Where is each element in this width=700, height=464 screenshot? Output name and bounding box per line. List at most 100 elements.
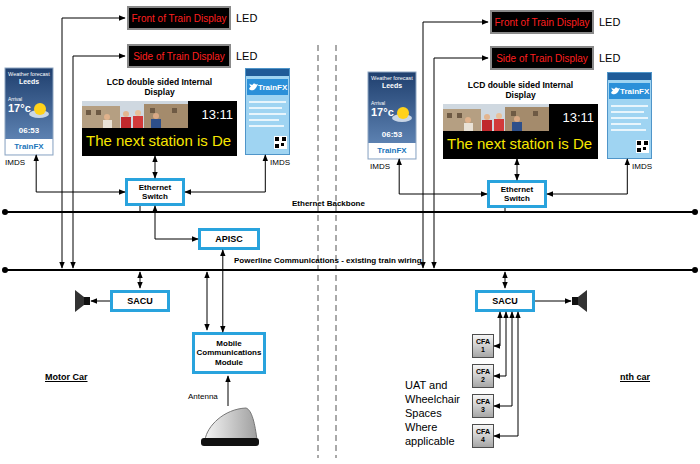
- bus-end: [692, 267, 698, 273]
- brand-name: TrainFX: [368, 146, 416, 155]
- backbone-stub: [140, 206, 141, 212]
- clock-time: 13:11: [201, 107, 233, 122]
- box-label: Ethernet Switch: [490, 185, 544, 203]
- connector-arrow: [494, 312, 500, 346]
- clock-time: 06:53: [5, 126, 53, 135]
- twitter-screen: TrainFX: [245, 68, 290, 155]
- led-display: Front of Train Display: [127, 6, 231, 30]
- equipment-box: Ethernet Switch: [487, 180, 547, 208]
- screen-type-label: IMDS: [632, 162, 652, 171]
- weather-screen-art: [5, 68, 53, 155]
- note-label: UAT and Wheelchair Spaces Where applicab…: [405, 378, 465, 448]
- station-message: The next station is De: [447, 135, 592, 152]
- antenna-symbol: [205, 408, 257, 440]
- connector-arrow: [494, 312, 518, 436]
- display-text: Side of Train Display: [133, 51, 225, 62]
- powerline-wire: [207, 272, 208, 330]
- weather-screen: Weather forecastLeedsArrival17°c 06:53Tra…: [5, 68, 53, 155]
- twitter-screen-art: [608, 73, 652, 159]
- part-label: Antenna: [188, 392, 218, 401]
- display-type-label: LED: [236, 50, 257, 62]
- powerline-wire: [505, 272, 506, 288]
- car-separator: [336, 45, 337, 458]
- temperature: 17°c: [8, 102, 31, 114]
- car-label: nth car: [620, 372, 650, 382]
- clock-time: 13:11: [562, 110, 594, 125]
- box-label: CFA 4: [475, 428, 491, 443]
- equipment-box: Ethernet Switch: [125, 178, 185, 206]
- screen-heading: Weather forecast: [5, 71, 53, 77]
- connector-arrow: [155, 156, 156, 178]
- clock-time: 06:53: [368, 130, 416, 139]
- antenna-base: [201, 438, 259, 446]
- cfa-box: CFA 4: [472, 424, 494, 448]
- led-display: Front of Train Display: [490, 10, 594, 34]
- weather-screen: Weather forecastLeedsArrival17°c06:53Tra…: [368, 72, 416, 159]
- powerline-wire: [140, 272, 141, 288]
- connector-arrow: [517, 159, 518, 180]
- screen-type-label: IMDS: [5, 158, 25, 167]
- bus-end: [2, 209, 8, 215]
- box-label: Mobile Communications Module: [195, 339, 263, 367]
- screen-heading: Weather forecast: [368, 75, 416, 81]
- car-separator: [318, 45, 319, 458]
- speaker-wire: [535, 301, 571, 302]
- display-type-label: LED: [599, 52, 620, 64]
- box-label: CFA 2: [475, 368, 491, 383]
- box-label: SACU: [492, 296, 518, 306]
- powerline-bus: [5, 269, 695, 271]
- speaker-wire: [91, 301, 110, 302]
- station-message: The next station is De: [86, 132, 231, 149]
- ethernet-bus: [5, 211, 695, 213]
- equipment-box: SACU: [110, 290, 170, 312]
- speaker-symbol: [84, 297, 90, 305]
- connector-arrow: [494, 312, 512, 406]
- led-display: Side of Train Display: [127, 44, 231, 68]
- speaker-symbol: [75, 290, 84, 312]
- speaker-symbol: [578, 290, 587, 312]
- antenna-wire: [228, 376, 229, 406]
- box-label: SACU: [127, 296, 153, 306]
- screen-type-label: IMDS: [370, 162, 390, 171]
- display-wire: [73, 56, 125, 268]
- connector-arrow: [36, 155, 125, 192]
- city-name: Leeds: [5, 78, 53, 85]
- brand-name: TrainFX: [5, 142, 53, 151]
- display-heading: LCD double sided Internal Display: [97, 77, 222, 97]
- twitter-screen-art: [246, 69, 290, 155]
- box-label: CFA 3: [475, 398, 491, 413]
- bus-label: Ethernet Backbone: [292, 199, 365, 208]
- connector-arrow: [185, 155, 265, 192]
- connector-arrow: [547, 159, 627, 194]
- arrival-label: Arrival: [8, 96, 22, 102]
- arrival-label: Arrival: [371, 100, 385, 106]
- display-type-label: LED: [236, 12, 257, 24]
- cfa-box: CFA 2: [472, 364, 494, 388]
- display-text: Side of Train Display: [496, 53, 588, 64]
- lcd-display: LCD double sided Internal Display13:11Th…: [82, 101, 237, 156]
- box-label: CFA 1: [475, 338, 491, 353]
- screen-type-label: IMDS: [270, 158, 290, 167]
- backbone-stub: [505, 208, 506, 212]
- lcd-screen-art: [443, 104, 598, 159]
- connector-arrow: [399, 159, 487, 194]
- city-name: Leeds: [368, 82, 416, 89]
- speaker-symbol: [572, 297, 578, 305]
- lcd-display: LCD double sided Internal Display13:11Th…: [443, 104, 598, 159]
- equipment-box: APISC: [198, 228, 260, 250]
- brand-name: TrainFX: [258, 83, 287, 92]
- bus-end: [2, 267, 8, 273]
- led-display: Side of Train Display: [490, 46, 594, 70]
- connector-arrow: [222, 250, 223, 332]
- equipment-box: SACU: [475, 290, 535, 312]
- display-text: Front of Train Display: [131, 13, 226, 24]
- connector-arrow: [494, 312, 506, 376]
- display-text: Front of Train Display: [494, 17, 589, 28]
- lcd-screen-art: [82, 101, 237, 156]
- box-label: APISC: [215, 234, 243, 244]
- box-label: Ethernet Switch: [128, 183, 182, 201]
- twitter-screen: TrainFX: [607, 72, 652, 159]
